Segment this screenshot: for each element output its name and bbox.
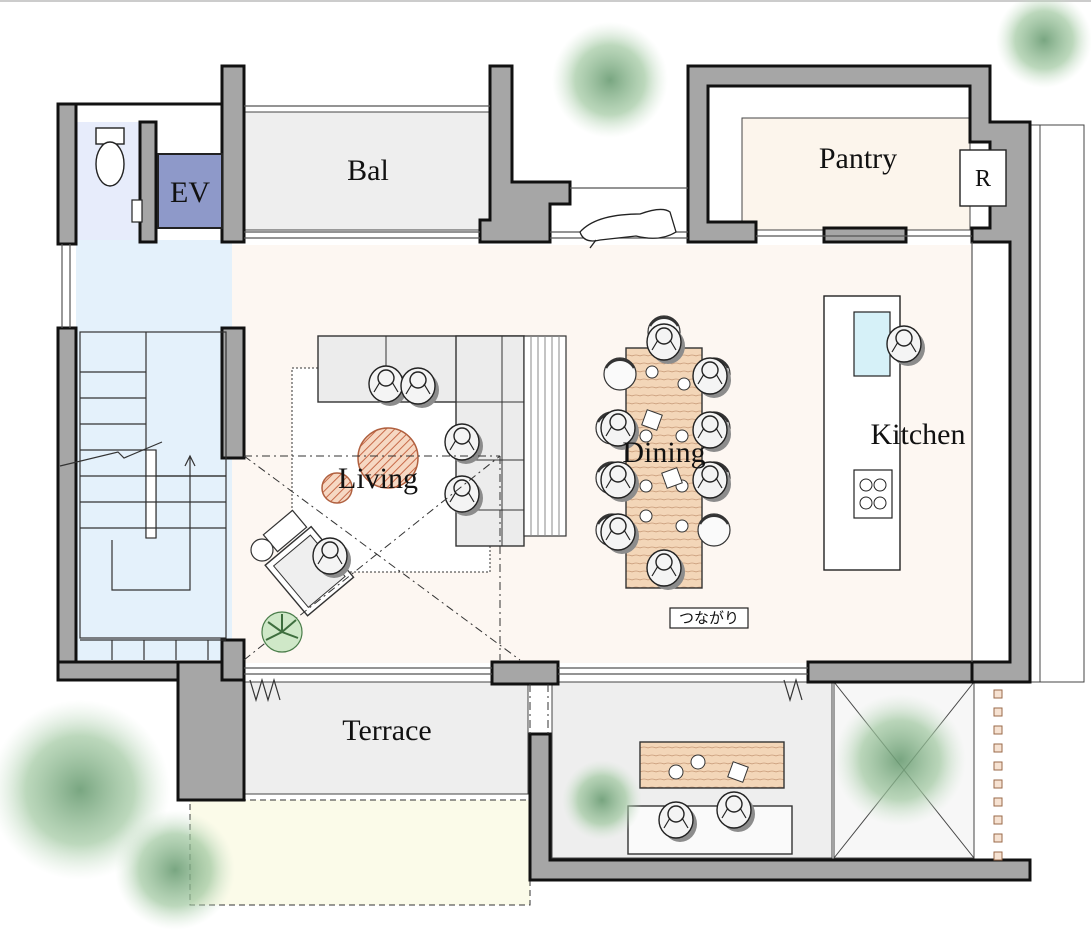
bal-label: Bal	[347, 154, 389, 187]
toilet-icon	[95, 127, 125, 187]
outdoor-table	[639, 741, 785, 789]
sink-icon	[853, 311, 891, 377]
pantry-label: Pantry	[819, 142, 897, 175]
elevator-box	[157, 153, 223, 229]
balcony-floor	[243, 111, 491, 231]
glazing	[61, 105, 973, 675]
terrace-label: Terrace	[342, 714, 431, 747]
cooktop-icon	[853, 469, 893, 519]
wc-sink	[131, 199, 143, 223]
deck-slats	[993, 689, 1003, 861]
living-label: Living	[338, 462, 418, 495]
lounge-chair	[264, 525, 355, 617]
floor-lamp	[250, 538, 274, 562]
right-deck	[1029, 124, 1085, 683]
place-settings	[639, 365, 691, 533]
walls	[56, 64, 1032, 882]
fridge-box	[959, 149, 1007, 207]
cat-icon	[579, 208, 677, 249]
side-table	[321, 472, 353, 504]
terrace-floor	[243, 681, 529, 795]
dining-label: Dining	[622, 436, 705, 469]
lawn-area	[189, 799, 531, 906]
kitchen-label: Kitchen	[871, 418, 966, 451]
curtain-left	[249, 677, 281, 703]
tsunagari-label: つながり	[679, 609, 739, 627]
tsunagari-tag	[669, 607, 749, 629]
slatted-bench	[523, 335, 567, 537]
pantry-floor	[741, 117, 971, 231]
coffee-table	[357, 427, 419, 489]
fridge-label: R	[975, 166, 991, 192]
outdoor-bench	[627, 805, 793, 855]
stair-icon	[59, 331, 227, 660]
plant-icon	[261, 611, 303, 653]
ev-label: EV	[170, 176, 210, 209]
curtain-right	[783, 677, 803, 703]
